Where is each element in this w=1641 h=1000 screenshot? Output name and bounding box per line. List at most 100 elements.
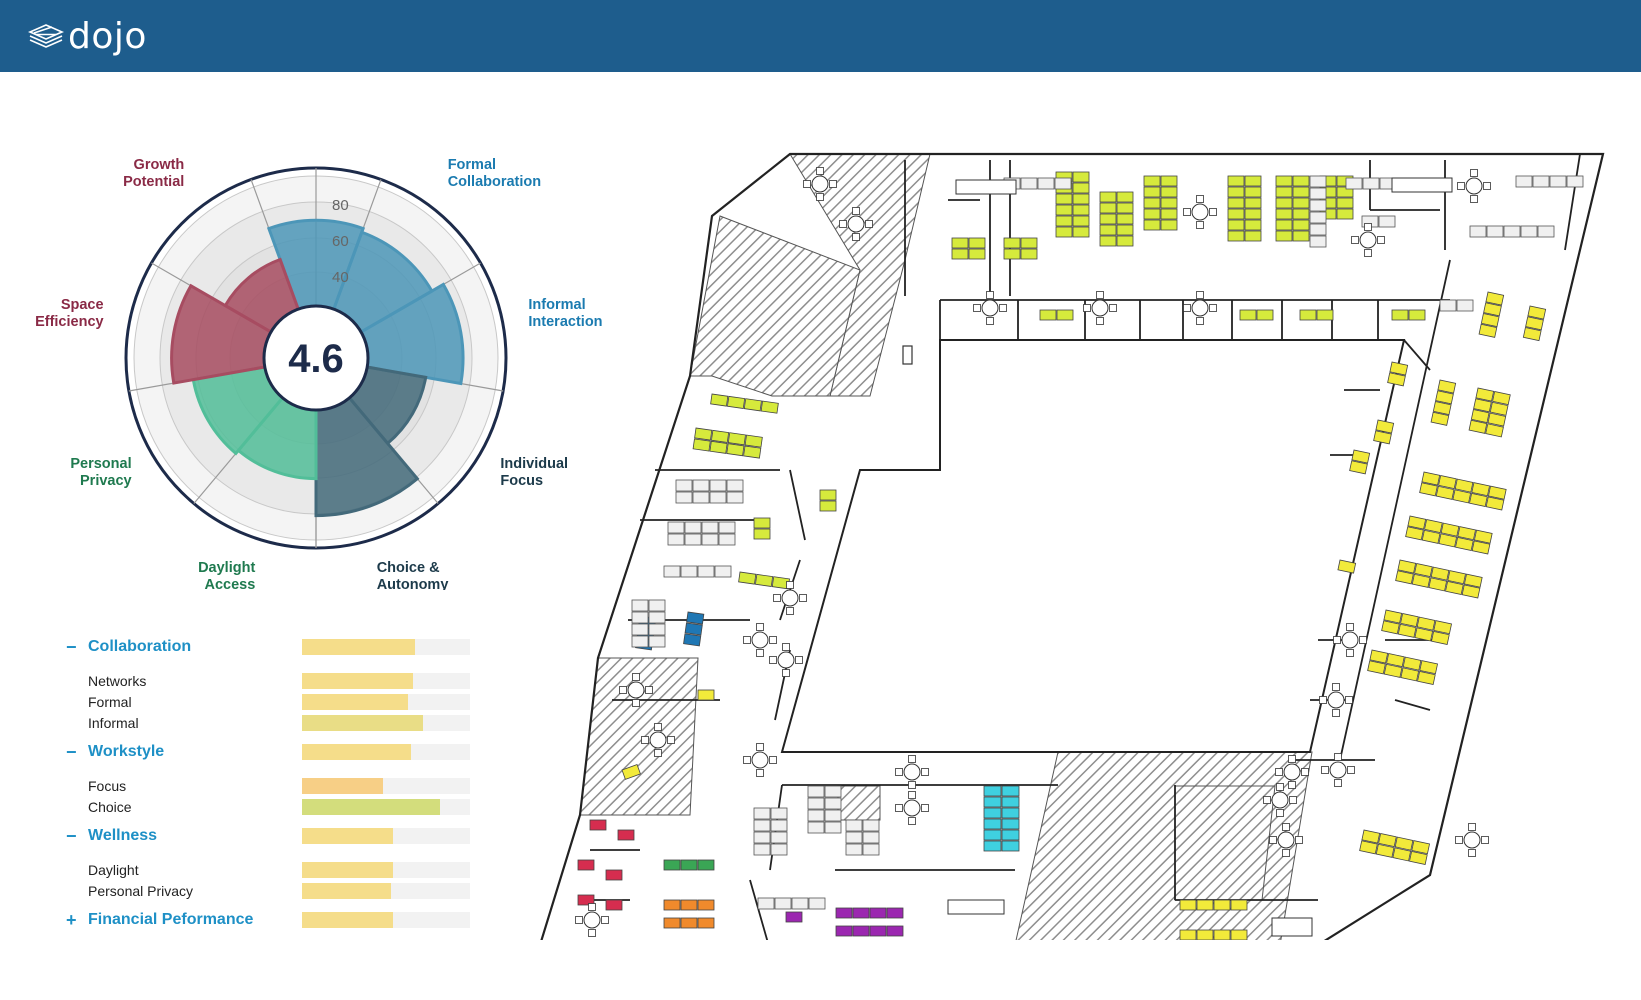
desk[interactable]: [631, 611, 649, 624]
desk[interactable]: [1292, 208, 1310, 220]
desk[interactable]: [1037, 177, 1055, 190]
desk[interactable]: [1275, 186, 1293, 198]
desk[interactable]: [1099, 191, 1117, 203]
meeting-table[interactable]: [1455, 823, 1489, 857]
desk[interactable]: [697, 899, 715, 911]
desk[interactable]: [753, 819, 771, 832]
floor-plan[interactable]: [540, 150, 1620, 940]
conference-table[interactable]: [955, 179, 1017, 195]
desk-cluster[interactable]: [605, 899, 623, 911]
desk[interactable]: [968, 248, 986, 260]
desk[interactable]: [1492, 391, 1511, 406]
desk[interactable]: [886, 925, 904, 937]
desk[interactable]: [757, 897, 775, 910]
desk[interactable]: [648, 635, 666, 648]
meeting-table[interactable]: [803, 167, 837, 201]
desk[interactable]: [819, 489, 837, 501]
desk[interactable]: [1424, 519, 1443, 534]
desk-cluster[interactable]: [1227, 175, 1262, 242]
desk[interactable]: [1400, 667, 1420, 682]
desk-cluster[interactable]: [1349, 449, 1371, 475]
desk[interactable]: [1292, 219, 1310, 231]
desk[interactable]: [710, 393, 729, 407]
metric-group-row[interactable]: −Collaboration: [66, 636, 486, 658]
desk[interactable]: [1001, 829, 1020, 841]
desk[interactable]: [1351, 449, 1371, 464]
metric-group-row[interactable]: −Workstyle: [66, 741, 486, 763]
desk[interactable]: [1336, 197, 1354, 209]
desk[interactable]: [1275, 175, 1293, 187]
desk[interactable]: [1337, 559, 1357, 574]
desk[interactable]: [1055, 193, 1073, 205]
desk[interactable]: [1438, 533, 1458, 548]
desk[interactable]: [1054, 177, 1072, 190]
desk[interactable]: [684, 533, 702, 546]
desk[interactable]: [617, 829, 635, 841]
desk-cluster[interactable]: [1468, 387, 1511, 438]
desk[interactable]: [1292, 230, 1310, 242]
desk-cluster[interactable]: [819, 489, 837, 512]
meeting-table[interactable]: [743, 743, 777, 777]
desk[interactable]: [1440, 522, 1460, 537]
desk-cluster[interactable]: [738, 571, 790, 590]
desk[interactable]: [852, 925, 870, 937]
desk-cluster[interactable]: [1522, 305, 1547, 342]
desk[interactable]: [760, 400, 779, 414]
desk[interactable]: [1439, 299, 1457, 312]
desk[interactable]: [824, 785, 842, 798]
desk[interactable]: [1116, 235, 1134, 247]
desk[interactable]: [807, 809, 825, 822]
desk-cluster[interactable]: [835, 907, 904, 919]
desk[interactable]: [1244, 175, 1262, 187]
desk[interactable]: [686, 611, 705, 625]
desk[interactable]: [1402, 656, 1422, 671]
desk[interactable]: [1525, 316, 1544, 331]
desk[interactable]: [744, 434, 763, 448]
desk[interactable]: [1116, 191, 1134, 203]
desk[interactable]: [1275, 219, 1293, 231]
desk[interactable]: [951, 237, 969, 249]
desk[interactable]: [1566, 175, 1584, 188]
desk[interactable]: [680, 917, 698, 929]
desk-cluster[interactable]: [1359, 829, 1431, 865]
desk[interactable]: [1411, 573, 1431, 588]
desk[interactable]: [951, 248, 969, 260]
desk[interactable]: [1230, 899, 1248, 911]
desk[interactable]: [1485, 423, 1504, 438]
desk[interactable]: [983, 785, 1002, 797]
desk[interactable]: [697, 565, 715, 578]
desk-cluster[interactable]: [1003, 237, 1038, 260]
desk[interactable]: [753, 528, 771, 540]
desk[interactable]: [663, 917, 681, 929]
desk[interactable]: [1503, 225, 1521, 238]
desk[interactable]: [1397, 623, 1417, 638]
desk[interactable]: [1485, 496, 1505, 511]
desk-cluster[interactable]: [1179, 899, 1248, 911]
desk[interactable]: [1456, 299, 1474, 312]
desk[interactable]: [667, 533, 685, 546]
desk-cluster[interactable]: [1143, 175, 1178, 231]
desk[interactable]: [1099, 202, 1117, 214]
desk[interactable]: [726, 479, 744, 492]
desk[interactable]: [754, 573, 774, 587]
desk[interactable]: [869, 907, 887, 919]
desk[interactable]: [683, 633, 702, 647]
desk[interactable]: [770, 807, 788, 820]
desk[interactable]: [983, 818, 1002, 830]
desk[interactable]: [1275, 230, 1293, 242]
desk-cluster[interactable]: [617, 829, 635, 841]
meeting-table[interactable]: [1183, 195, 1217, 229]
desk-cluster[interactable]: [577, 859, 595, 871]
meeting-table[interactable]: [1269, 823, 1303, 857]
desk[interactable]: [1099, 235, 1117, 247]
desk[interactable]: [886, 907, 904, 919]
desk-cluster[interactable]: [1395, 559, 1483, 599]
desk[interactable]: [1486, 225, 1504, 238]
desk[interactable]: [807, 785, 825, 798]
desk-cluster[interactable]: [1478, 291, 1505, 338]
meeting-table[interactable]: [895, 755, 929, 789]
desk[interactable]: [680, 565, 698, 578]
desk[interactable]: [1244, 186, 1262, 198]
desk[interactable]: [1244, 219, 1262, 231]
desk[interactable]: [983, 840, 1002, 852]
